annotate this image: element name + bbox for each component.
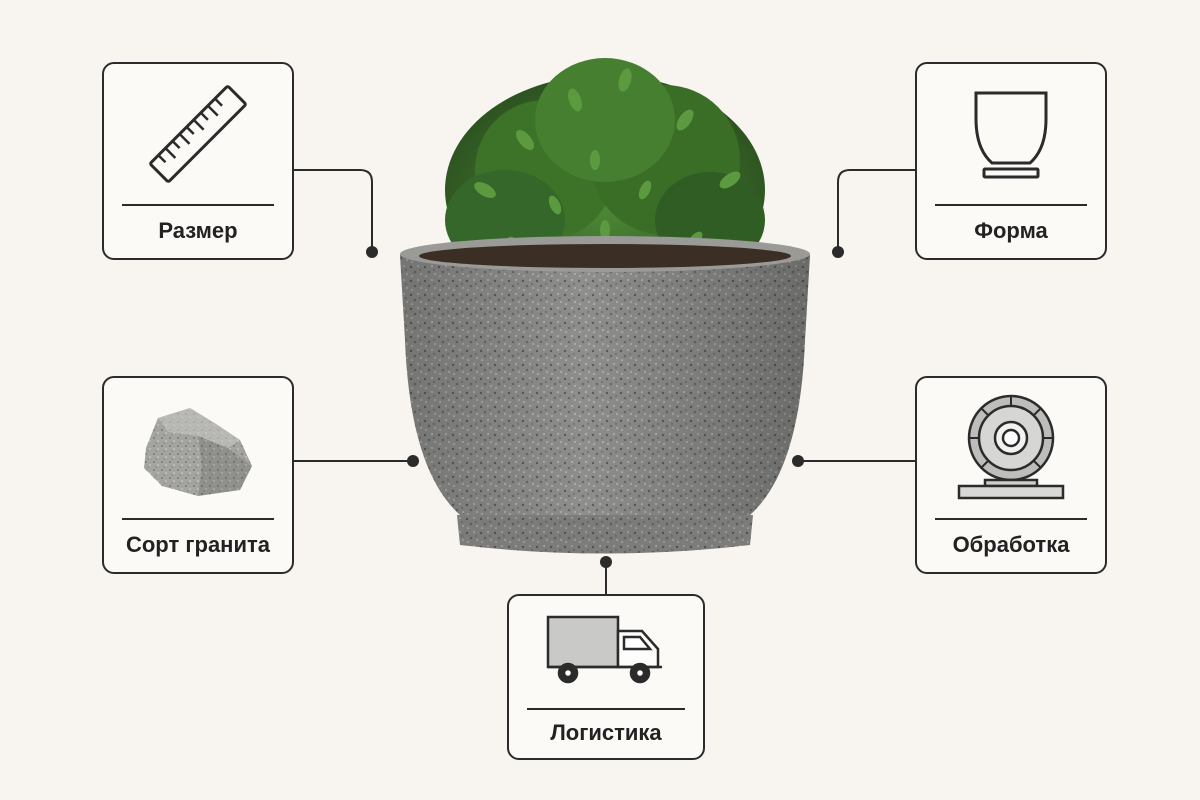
card-finish-label: Обработка	[952, 532, 1070, 557]
connector-dot-finish	[792, 455, 804, 467]
card-divider	[935, 518, 1087, 520]
card-shape: Форма	[915, 62, 1107, 260]
card-size: Размер	[102, 62, 294, 260]
card-size-label: Размер	[158, 218, 238, 243]
card-shape-label: Форма	[974, 218, 1048, 243]
card-logistics: Логистика	[507, 594, 705, 760]
connector-shape	[837, 169, 915, 250]
card-divider	[122, 204, 274, 206]
connector-dot-size	[366, 246, 378, 258]
granite-stone-icon	[144, 408, 252, 496]
cutting-wheel-icon	[957, 394, 1065, 500]
granite-pot	[400, 236, 810, 554]
card-granite: Сорт гранита	[102, 376, 294, 574]
connector-dot-granite	[407, 455, 419, 467]
connector-size	[294, 169, 373, 250]
card-divider	[527, 708, 685, 710]
connector-dot-logistics	[600, 556, 612, 568]
delivery-truck-icon	[546, 615, 662, 684]
connector-dot-shape	[832, 246, 844, 258]
card-divider	[935, 204, 1087, 206]
card-granite-label: Сорт гранита	[125, 532, 271, 557]
card-finish: Обработка	[915, 376, 1107, 574]
ruler-icon	[149, 85, 247, 183]
granite-planter-image	[400, 58, 810, 554]
planter-shape-icon	[974, 91, 1048, 179]
card-logistics-label: Логистика	[550, 720, 662, 745]
card-divider	[122, 518, 274, 520]
